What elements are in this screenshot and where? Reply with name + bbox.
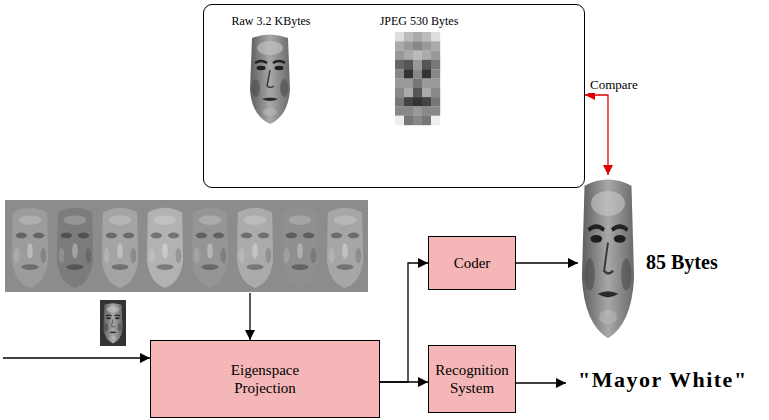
eigenface	[237, 208, 273, 288]
jpeg-block	[395, 97, 404, 106]
eigenface	[147, 208, 183, 288]
caption-text: Raw 3.2 KBytes	[232, 14, 311, 29]
jpeg-block	[395, 79, 404, 88]
jpeg-block	[413, 106, 422, 115]
jpeg-block	[404, 60, 413, 69]
jpeg-block	[413, 97, 422, 106]
output-arrow	[516, 382, 566, 383]
jpeg-block	[422, 69, 431, 78]
jpeg-block	[404, 116, 413, 125]
jpeg-block	[404, 88, 413, 97]
process-box: Eigenspace Projection	[150, 340, 380, 418]
jpeg-block	[431, 69, 440, 78]
jpeg-block	[431, 97, 440, 106]
recognition-result: "Mayor White"	[578, 367, 748, 393]
raw-face-image	[250, 35, 290, 125]
jpeg-block	[431, 60, 440, 69]
jpeg-block	[413, 116, 422, 125]
reconstructed-face-image	[582, 179, 634, 338]
eigenface	[57, 208, 93, 288]
jpeg-block	[422, 51, 431, 60]
connector	[585, 95, 608, 175]
jpeg-face-image	[395, 32, 440, 125]
jpeg-block	[404, 79, 413, 88]
jpeg-block	[395, 41, 404, 50]
eigenface	[327, 208, 363, 288]
connector	[380, 263, 428, 382]
jpeg-block	[395, 60, 404, 69]
basis-arrow	[249, 293, 250, 340]
jpeg-block	[395, 116, 404, 125]
jpeg-block	[413, 79, 422, 88]
process-box: Recognition System	[428, 345, 516, 413]
jpeg-block	[431, 106, 440, 115]
image-panel: Raw 3.2 KBytes JPEG 530 Bytes	[203, 4, 585, 188]
jpeg-block	[413, 51, 422, 60]
eigenface	[192, 208, 228, 288]
caption-text: JPEG 530 Bytes	[380, 14, 459, 29]
connector	[380, 381, 428, 382]
jpeg-block	[413, 88, 422, 97]
box-label: Coder	[454, 254, 491, 272]
jpeg-block	[404, 51, 413, 60]
jpeg-block	[431, 79, 440, 88]
jpeg-block	[422, 79, 431, 88]
jpeg-block	[422, 88, 431, 97]
jpeg-block	[431, 88, 440, 97]
caption-text: 85 Bytes	[646, 251, 718, 274]
jpeg-block	[422, 106, 431, 115]
jpeg-block	[413, 69, 422, 78]
jpeg-block	[395, 88, 404, 97]
connector	[516, 262, 578, 263]
jpeg-block	[422, 97, 431, 106]
eigenfaces-strip	[5, 200, 368, 292]
box-label: Recognition System	[433, 361, 511, 397]
eigenface	[12, 208, 48, 288]
jpeg-block	[422, 60, 431, 69]
jpeg-block	[404, 41, 413, 50]
jpeg-block	[404, 97, 413, 106]
input-face-image	[103, 303, 122, 343]
jpeg-block	[395, 69, 404, 78]
jpeg-block	[422, 41, 431, 50]
eigenfaces-ground	[5, 200, 368, 292]
eigenface	[282, 208, 318, 288]
process-box: Coder	[428, 236, 516, 290]
jpeg-block	[395, 32, 404, 41]
jpeg-block	[404, 32, 413, 41]
jpeg-block	[431, 32, 440, 41]
jpeg-block	[413, 60, 422, 69]
jpeg-block	[422, 32, 431, 41]
jpeg-block	[395, 106, 404, 115]
jpeg-block	[431, 41, 440, 50]
connector-label: Compare	[588, 77, 640, 93]
jpeg-block	[431, 51, 440, 60]
jpeg-block	[413, 41, 422, 50]
jpeg-block	[395, 51, 404, 60]
jpeg-block	[413, 32, 422, 41]
box-label: Eigenspace Projection	[210, 361, 320, 397]
input-face-ground	[100, 300, 126, 346]
jpeg-block	[404, 106, 413, 115]
jpeg-block	[404, 69, 413, 78]
jpeg-block	[431, 116, 440, 125]
input-arrow	[3, 357, 150, 358]
reconstructed-face: 85 Bytes	[578, 175, 638, 340]
eigenface	[102, 208, 138, 288]
jpeg-block	[422, 116, 431, 125]
